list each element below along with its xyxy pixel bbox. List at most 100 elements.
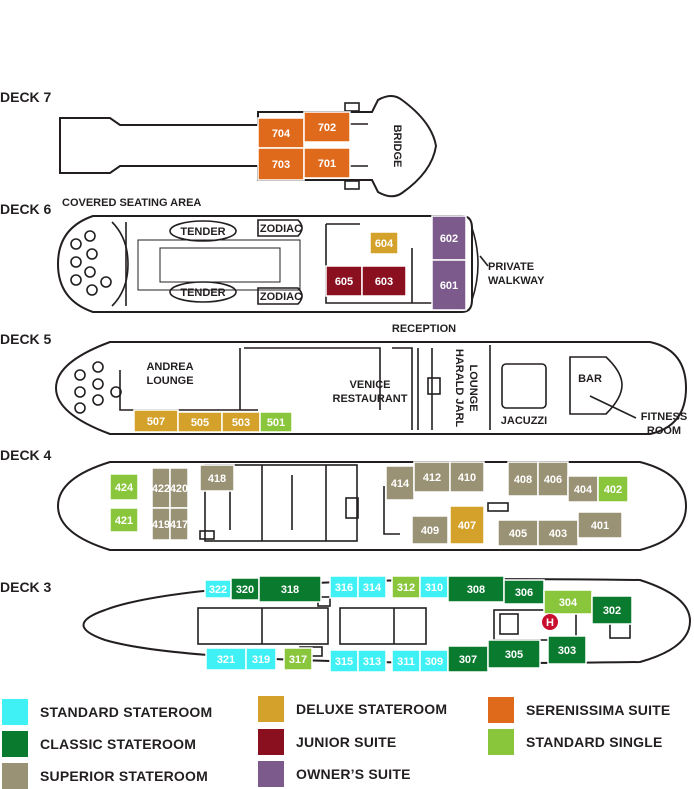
- cabin-shape-418: [199, 464, 235, 492]
- cabin-shape-314: [357, 575, 387, 599]
- cabin-shape-401: [577, 511, 623, 539]
- legend-label-standard: STANDARD STATEROOM: [40, 704, 213, 720]
- cabin-shape-602: [431, 215, 467, 261]
- cabin-409: 409: [411, 515, 449, 545]
- andrea-lounge-label-2: LOUNGE: [146, 375, 193, 387]
- reception-label: RECEPTION: [392, 323, 456, 335]
- cabin-408: 408: [507, 461, 539, 497]
- cabin-number-424: 424: [115, 482, 134, 494]
- legend-label-owner: OWNER’S SUITE: [296, 766, 411, 782]
- cabin-shape-703: [257, 147, 305, 181]
- cabin-309: 309: [419, 649, 449, 673]
- legend-swatch-classic: [2, 731, 28, 757]
- cabin-shape-319: [245, 647, 277, 671]
- harald-jarl-label-1: HARALD JARL: [453, 349, 465, 428]
- cabin-number-302: 302: [603, 605, 621, 617]
- cabin-number-418: 418: [208, 473, 226, 485]
- cabin-315: 315: [329, 649, 359, 673]
- helipad-icon: [542, 614, 558, 630]
- cabin-number-318: 318: [281, 584, 299, 596]
- cabin-shape-308: [447, 575, 505, 603]
- cabin-number-422: 422: [152, 483, 170, 495]
- legend-deluxe-stateroom: DELUXE STATEROOM: [258, 696, 447, 722]
- cabin-410: 410: [449, 461, 485, 493]
- private-walkway-label-1: PRIVATE: [488, 261, 534, 273]
- cabin-322: 322: [204, 579, 232, 599]
- cabin-shape-408: [507, 461, 539, 497]
- cabin-310: 310: [419, 575, 449, 599]
- cabin-number-501: 501: [267, 417, 285, 429]
- cabin-702: 702: [303, 111, 351, 143]
- cabin-number-311: 311: [397, 656, 415, 668]
- legend-standard-single: STANDARD SINGLE: [488, 729, 663, 755]
- cabin-shape-702: [303, 111, 351, 143]
- cabin-701: 701: [303, 147, 351, 179]
- legend-label-classic: CLASSIC STATEROOM: [40, 736, 197, 752]
- cabin-307: 307: [447, 645, 489, 673]
- cabin-number-312: 312: [397, 582, 415, 594]
- cabin-number-605: 605: [335, 276, 353, 288]
- cabin-number-314: 314: [363, 582, 382, 594]
- deck-5-label: DECK 5: [0, 331, 52, 347]
- cabin-shape-303: [547, 635, 587, 665]
- cabin-number-703: 703: [272, 159, 290, 171]
- legend-swatch-owner: [258, 761, 284, 787]
- cabin-shape-317: [283, 647, 313, 671]
- cabin-308: 308: [447, 575, 505, 603]
- legend-label-single: STANDARD SINGLE: [526, 734, 663, 750]
- cabin-418: 418: [199, 464, 235, 492]
- cabin-306: 306: [503, 579, 545, 605]
- cabin-421: 421: [109, 507, 139, 533]
- legend-superior-stateroom: SUPERIOR STATEROOM: [2, 763, 208, 789]
- cabin-417: 417: [169, 507, 189, 541]
- covered-seating-label: COVERED SEATING AREA: [62, 197, 201, 209]
- cabin-number-304: 304: [559, 597, 578, 609]
- cabin-number-401: 401: [591, 520, 609, 532]
- cabin-316: 316: [329, 575, 359, 599]
- cabin-shape-605: [325, 265, 363, 297]
- legend-serenissima-suite: SERENISSIMA SUITE: [488, 697, 670, 723]
- cabin-414: 414: [385, 465, 415, 501]
- cabin-shape-417: [169, 507, 189, 541]
- cabin-302: 302: [591, 595, 633, 625]
- cabin-number-507: 507: [147, 416, 165, 428]
- legend-junior-suite: JUNIOR SUITE: [258, 729, 396, 755]
- legend-classic-stateroom: CLASSIC STATEROOM: [2, 731, 196, 757]
- cabin-420: 420: [169, 467, 189, 509]
- cabin-407: 407: [449, 505, 485, 545]
- cabin-603: 603: [361, 265, 407, 297]
- cabin-318: 318: [258, 575, 322, 603]
- andrea-lounge-label-1: ANDREA: [146, 361, 193, 373]
- deck-4-outline: [56, 461, 688, 551]
- cabin-402: 402: [597, 475, 629, 503]
- cabin-number-317: 317: [289, 654, 307, 666]
- cabin-number-303: 303: [558, 645, 576, 657]
- bar-label: BAR: [578, 373, 602, 385]
- cabin-406: 406: [537, 461, 569, 497]
- cabin-412: 412: [413, 461, 451, 493]
- cabin-shape-407: [449, 505, 485, 545]
- cabin-number-410: 410: [458, 472, 476, 484]
- tender-label-top: TENDER: [180, 226, 225, 238]
- fitness-room-label-2: ROOM: [647, 425, 681, 437]
- venice-restaurant-label-2: RESTAURANT: [333, 393, 408, 405]
- deck-4-label: DECK 4: [0, 447, 52, 463]
- deck-7-outline: [59, 95, 438, 198]
- cabin-shape-409: [411, 515, 449, 545]
- cabin-shape-424: [109, 473, 139, 501]
- cabin-505: 505: [177, 411, 223, 433]
- cabin-number-604: 604: [375, 238, 394, 250]
- cabin-number-603: 603: [375, 276, 393, 288]
- cabin-605: 605: [325, 265, 363, 297]
- legend-swatch-serenissima: [488, 697, 514, 723]
- legend-swatch-superior: [2, 763, 28, 789]
- cabin-314: 314: [357, 575, 387, 599]
- cabin-number-405: 405: [509, 528, 527, 540]
- cabin-shape-501: [259, 411, 293, 433]
- harald-jarl-label-2: LOUNGE: [467, 364, 479, 411]
- cabin-shape-307: [447, 645, 489, 673]
- legend-swatch-standard: [2, 699, 28, 725]
- cabin-number-313: 313: [363, 656, 381, 668]
- cabin-number-505: 505: [191, 417, 209, 429]
